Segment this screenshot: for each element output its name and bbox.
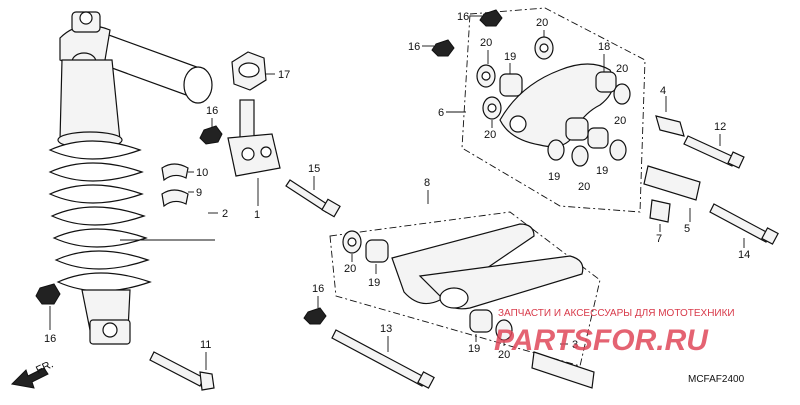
callout-19-c: 19 xyxy=(596,165,608,177)
nut-16-lower-left: 16 xyxy=(35,283,61,345)
callout-16-d: 16 xyxy=(408,41,420,53)
shock-absorber xyxy=(48,11,215,345)
callout-4: 4 xyxy=(660,85,666,97)
diagram-code: MCFAF2400 xyxy=(688,374,745,385)
callout-20-g: 20 xyxy=(344,263,356,275)
callout-9: 9 xyxy=(196,187,202,199)
watermark: ЗАПЧАСТИ И АКСЕССУАРЫ ДЛЯ МОТОТЕХНИКИ PA… xyxy=(494,308,735,357)
shock-top-mount xyxy=(71,11,101,33)
direction-label: FR. xyxy=(34,358,55,376)
callout-20-b: 20 xyxy=(480,37,492,49)
pin-3: 3 xyxy=(531,339,595,389)
callout-5: 5 xyxy=(684,223,690,235)
callout-1: 1 xyxy=(254,209,260,221)
callout-20-d: 20 xyxy=(616,63,628,75)
callout-20-e: 20 xyxy=(614,115,626,127)
callout-16-c: 16 xyxy=(457,11,469,23)
callout-6: 6 xyxy=(438,107,444,119)
callout-16-a: 16 xyxy=(206,105,218,117)
callout-7: 7 xyxy=(656,233,662,245)
nut-17: 17 xyxy=(231,51,290,91)
watermark-logo: PARTSFOR.RU xyxy=(494,324,709,357)
pins-right: 4 12 5 7 14 xyxy=(643,85,779,261)
callout-11: 11 xyxy=(200,339,211,351)
upper-mount-bracket: 1 xyxy=(227,99,281,221)
shock-reservoir xyxy=(59,24,213,104)
nut-16-bracket: 16 xyxy=(199,105,223,145)
bolt-11: 11 xyxy=(149,339,215,391)
callout-15: 15 xyxy=(308,163,320,175)
callout-19-d: 19 xyxy=(368,277,380,289)
front-direction-arrow: FR. xyxy=(10,358,55,389)
callout-18: 18 xyxy=(598,41,610,53)
bolt-15: 15 xyxy=(285,163,341,218)
callout-19-b: 19 xyxy=(548,171,560,183)
callout-14: 14 xyxy=(738,249,750,261)
shock-link-group: 8 20 19 19 20 xyxy=(329,177,601,367)
shock-spring xyxy=(48,140,152,292)
watermark-tagline: ЗАПЧАСТИ И АКСЕССУАРЫ ДЛЯ МОТОТЕХНИКИ xyxy=(498,308,735,319)
collars-9-10: 10 9 2 xyxy=(161,163,228,220)
bolt-13: 13 xyxy=(331,323,435,389)
callout-19-a: 19 xyxy=(504,51,516,63)
shock-arm-group: 16 16 20 20 19 20 6 18 20 20 xyxy=(408,7,646,213)
callout-16-e: 16 xyxy=(312,283,324,295)
callout-16-b: 16 xyxy=(44,333,56,345)
callout-19-e: 19 xyxy=(468,343,480,355)
callout-20-a: 20 xyxy=(536,17,548,29)
callout-20-h: 20 xyxy=(498,349,510,361)
callout-17: 17 xyxy=(278,69,290,81)
nut-16-bottom: 16 xyxy=(303,283,327,325)
callout-8: 8 xyxy=(424,177,430,189)
callout-20-c: 20 xyxy=(484,129,496,141)
callout-10: 10 xyxy=(196,167,208,179)
callout-2: 2 xyxy=(222,208,228,220)
callout-13: 13 xyxy=(380,323,392,335)
callout-12: 12 xyxy=(714,121,726,133)
callout-20-f: 20 xyxy=(578,181,590,193)
callout-3: 3 xyxy=(572,339,578,351)
